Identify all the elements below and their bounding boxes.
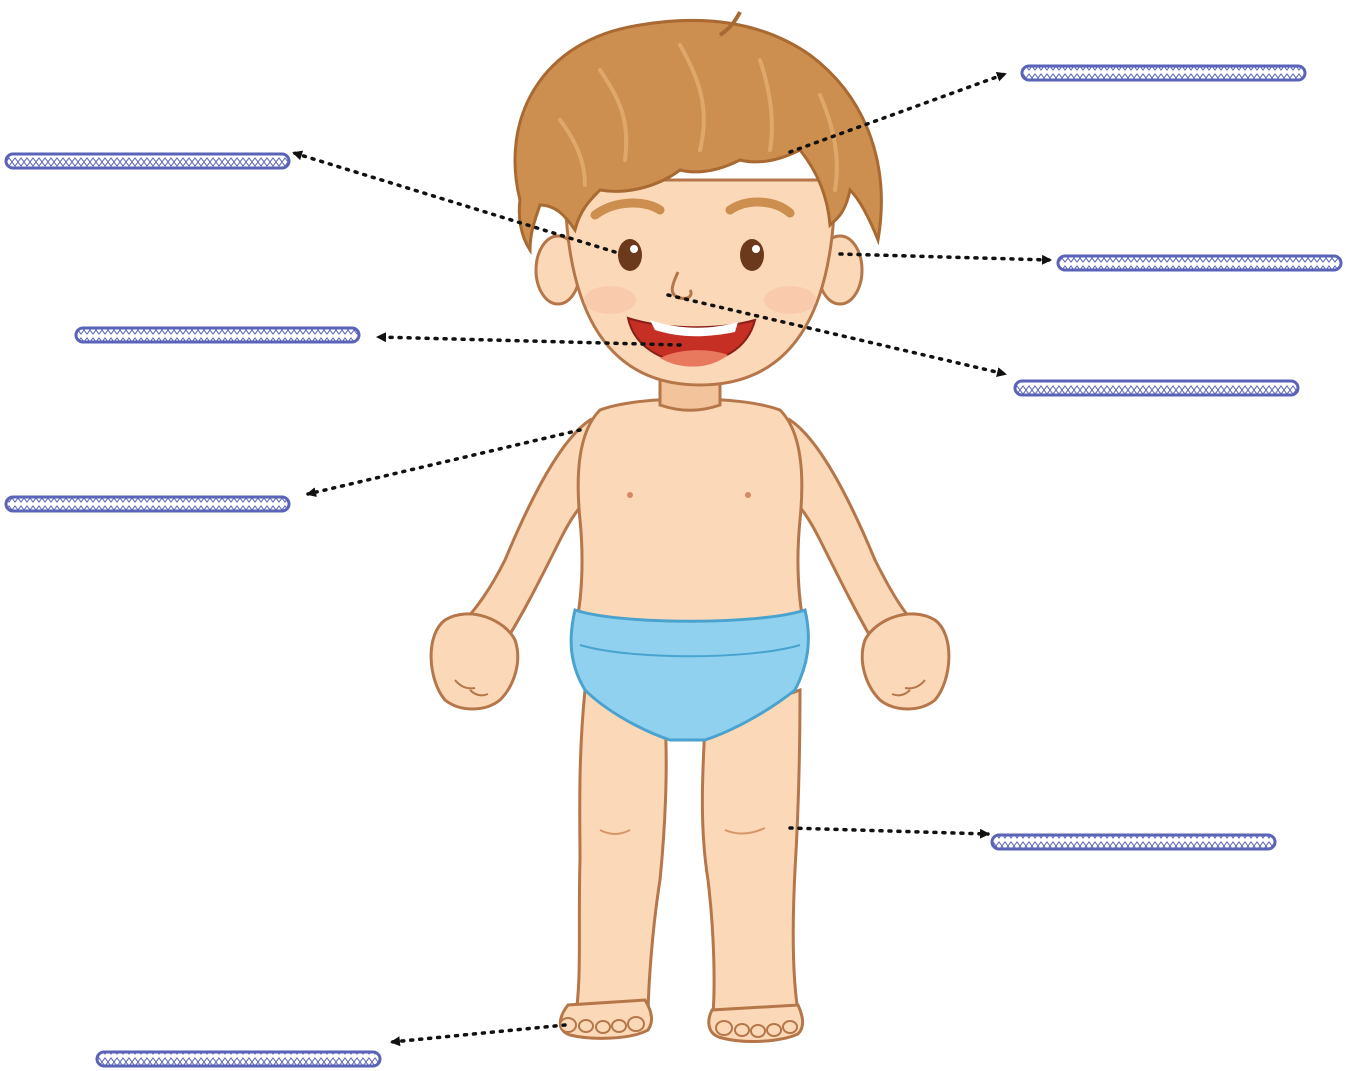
arrow-ear — [840, 254, 1050, 260]
label-blank-nose[interactable] — [1015, 381, 1298, 395]
head — [515, 12, 881, 385]
label-blank-toes[interactable] — [97, 1052, 380, 1066]
left-hand — [431, 614, 518, 709]
left-leg — [575, 690, 666, 1030]
right-eye — [740, 239, 764, 271]
left-cheek — [584, 286, 636, 314]
torso — [575, 399, 805, 630]
right-hand — [862, 614, 949, 709]
label-blank-ear[interactable] — [1058, 256, 1341, 270]
label-blank-knee[interactable] — [992, 835, 1275, 849]
legs — [560, 690, 803, 1041]
right-leg — [702, 690, 800, 1035]
label-blank-eye[interactable] — [6, 154, 289, 168]
right-nipple — [745, 492, 751, 498]
arrow-knee — [790, 828, 988, 834]
boy-figure — [431, 12, 949, 1041]
right-cheek — [764, 286, 816, 314]
arrow-toes — [392, 1025, 565, 1042]
label-blank-mouth[interactable] — [76, 328, 359, 342]
left-eye — [618, 239, 642, 271]
left-nipple — [627, 492, 633, 498]
label-blank-shoulder[interactable] — [6, 497, 289, 511]
label-blank-hair[interactable] — [1022, 66, 1305, 80]
